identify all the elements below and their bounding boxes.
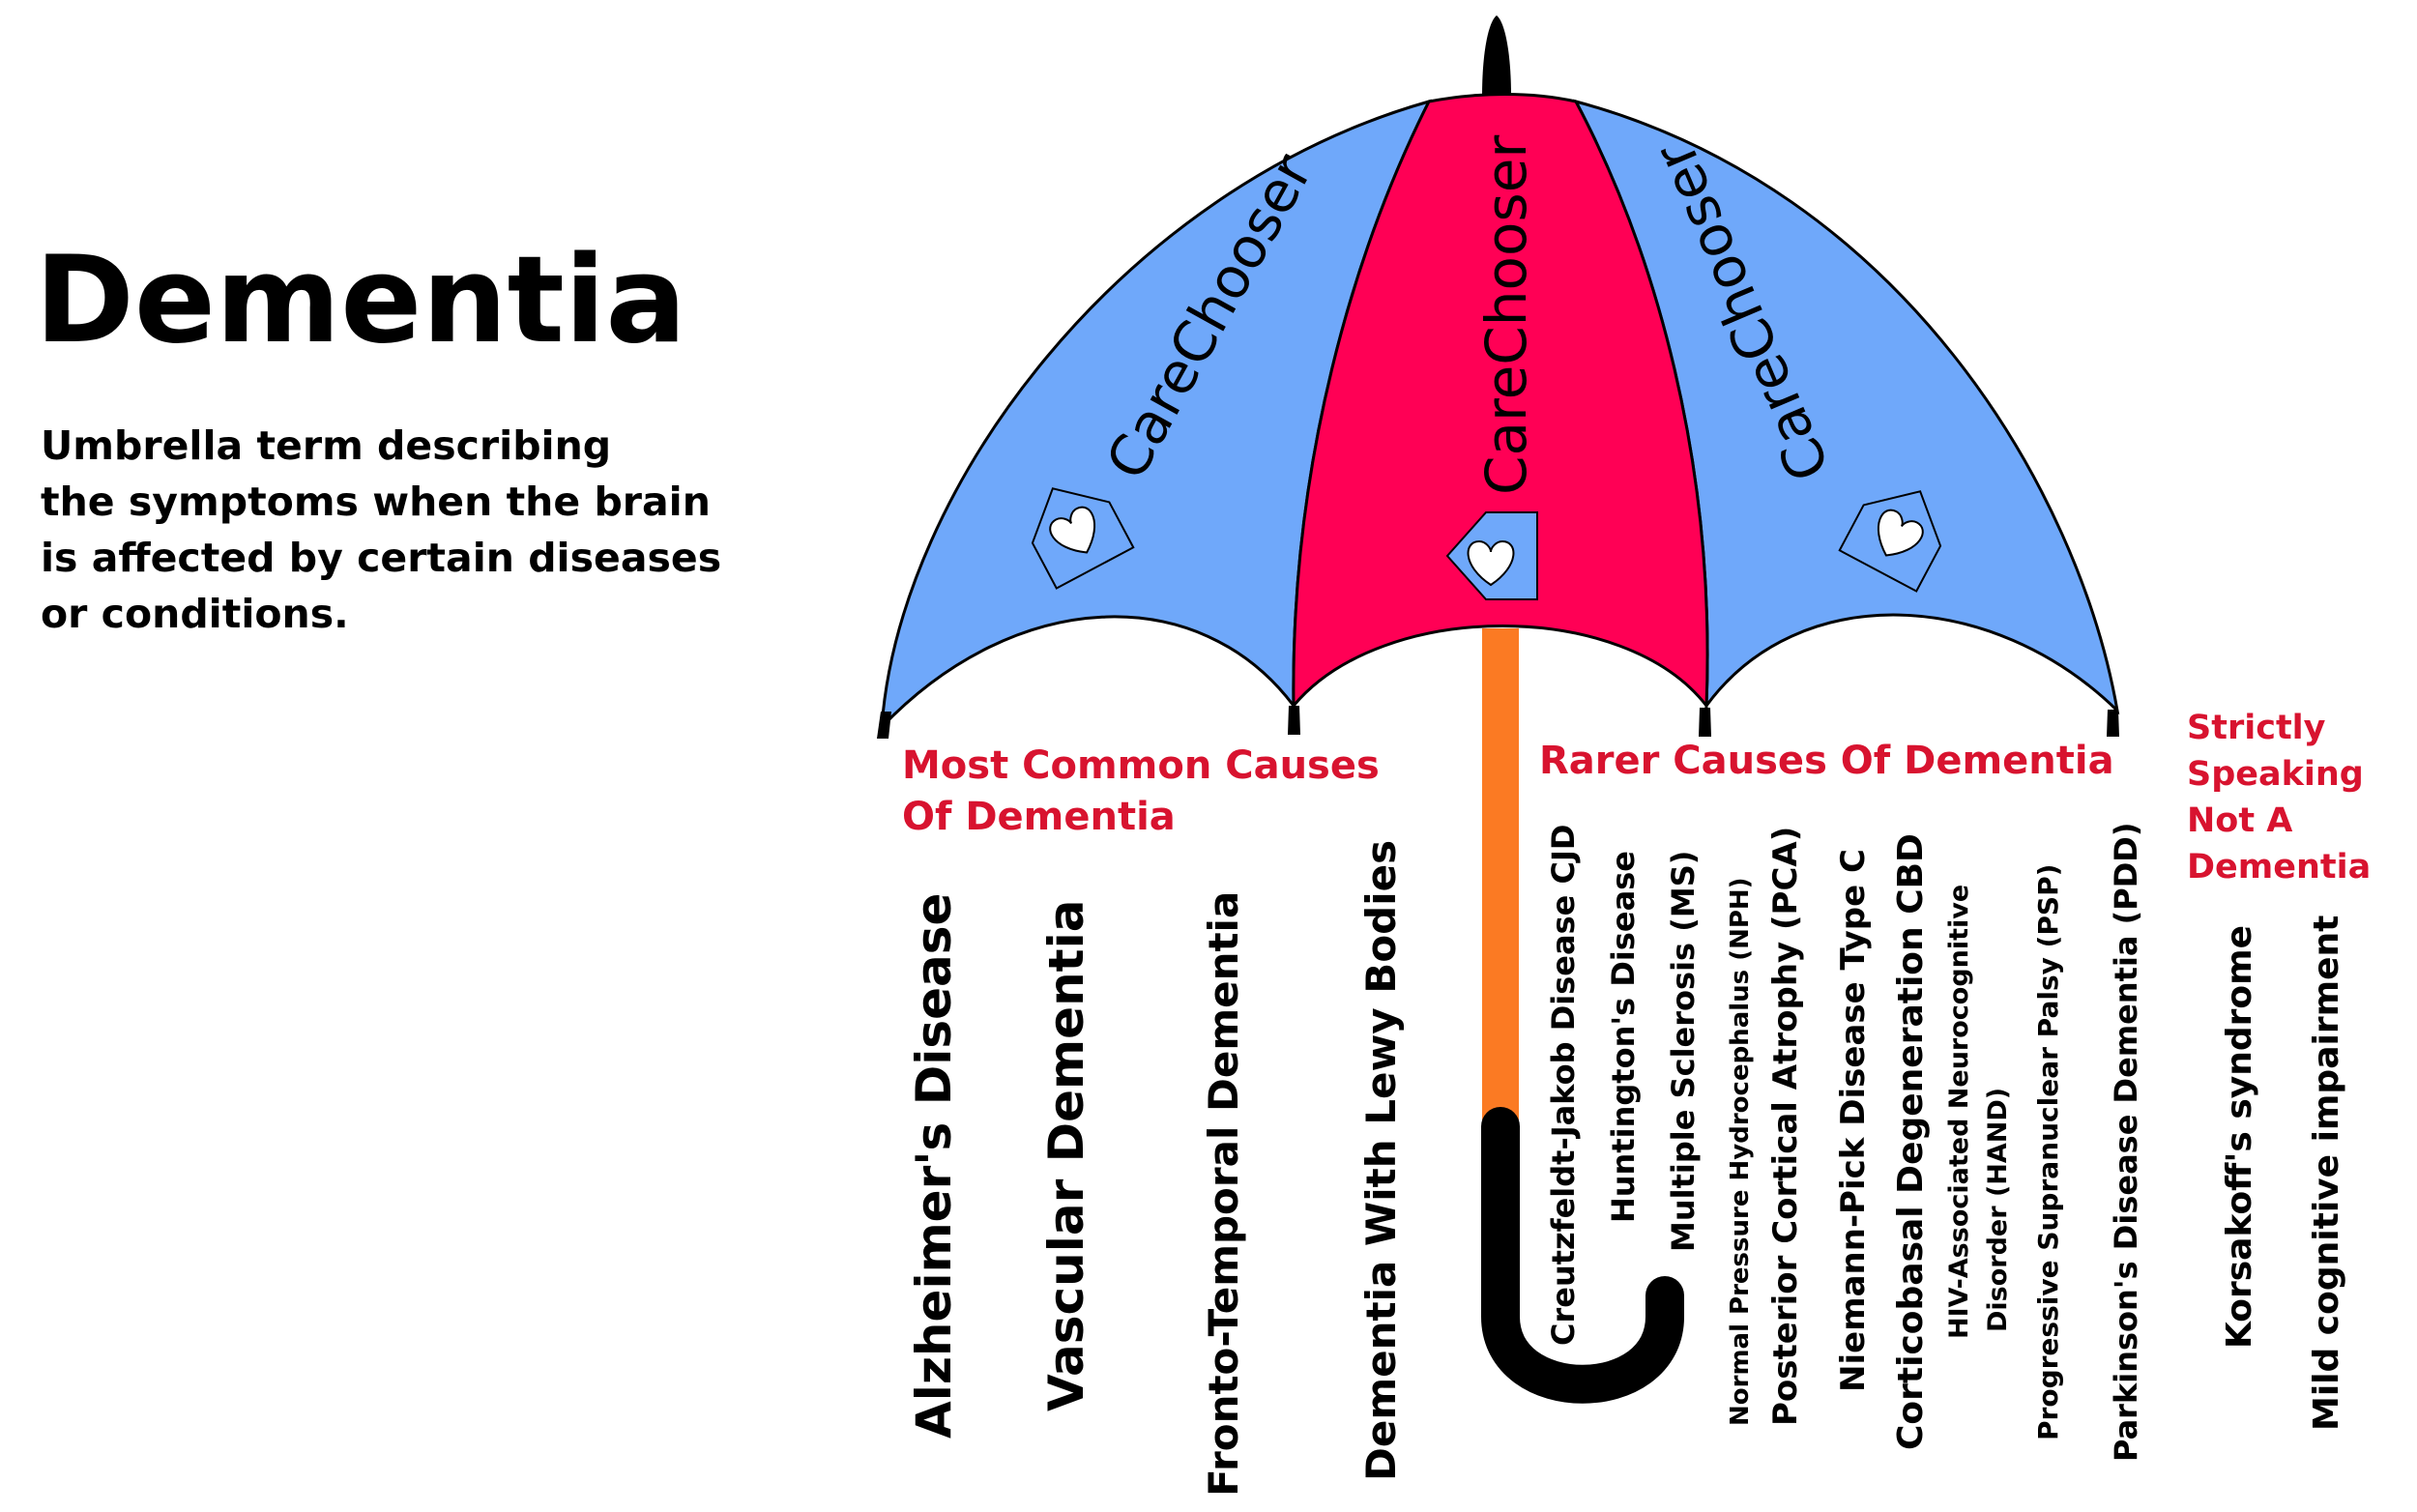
- cause-label: Korsakoff's syndrome: [2220, 925, 2259, 1349]
- cause-label: Fronto-Temporal Dementia: [1200, 891, 1247, 1497]
- group-not-dementia: Strictly Speaking Not A Dementia: [2187, 709, 2371, 887]
- group-heading: Most Common Causes: [902, 743, 1380, 788]
- cause-label: Normal Pressure Hydrocephalus (NPH): [1726, 877, 1755, 1426]
- description: Umbrella term describing the symptoms wh…: [41, 422, 721, 637]
- rib-tip: [2107, 710, 2119, 737]
- group-heading: Dementia: [2187, 848, 2371, 887]
- group-heading: Speaking: [2187, 755, 2364, 794]
- cause-label: HIV-Associated Neurocognitive: [1944, 885, 1974, 1339]
- cause-label: Progressive Supranuclear Palsy (PSP): [2032, 864, 2064, 1440]
- group-heading: Of Dementia: [902, 795, 1176, 839]
- canopy-center-panel: [1292, 93, 1709, 711]
- umbrella-shaft: [1482, 628, 1519, 1126]
- page-title: Dementia: [35, 231, 686, 370]
- group-most-common: Most Common Causes Of Dementia: [902, 743, 1380, 839]
- umbrella-handle: [1481, 1107, 1684, 1404]
- cause-label: Posterior Cortical Atrophy (PCA): [1766, 827, 1805, 1426]
- cause-label: Mild cognitive impairment: [2307, 916, 2346, 1431]
- causes-not-dementia: Korsakoff's syndrome Mild cognitive impa…: [2220, 916, 2346, 1431]
- group-rarer: Rarer Causes Of Dementia: [1539, 739, 2114, 783]
- cause-label: Vascular Dementia: [1038, 900, 1094, 1411]
- cause-label: Dementia With Lewy Bodies: [1357, 840, 1405, 1481]
- house-heart-icon: [1445, 511, 1538, 600]
- group-heading: Not A: [2187, 801, 2292, 840]
- causes-most-common: Alzheimer's Disease Vascular Dementia Fr…: [906, 840, 1405, 1497]
- cause-label: Parkinson's Disease Dementia (PDD): [2108, 823, 2144, 1462]
- umbrella: CareChooser CareChooser CareChooser: [877, 15, 2120, 1404]
- house-heart-icon: [1838, 490, 1942, 593]
- group-heading: Rarer Causes Of Dementia: [1539, 739, 2114, 783]
- cause-label: Alzheimer's Disease: [906, 893, 962, 1439]
- cause-label: Niemann-Pick Disease Type C: [1834, 849, 1873, 1392]
- cause-label: Multiple Sclerosis (MS): [1665, 851, 1702, 1252]
- description-line: or conditions.: [41, 591, 349, 637]
- rib-tip: [1699, 708, 1711, 737]
- house-heart-icon: [1031, 487, 1135, 590]
- description-line: is affected by certain diseases: [41, 535, 721, 581]
- cause-label: Huntington's Disease: [1605, 851, 1642, 1223]
- cause-label: Creutzfeldt-Jakob Disease CJD: [1545, 825, 1582, 1346]
- cause-label: Corticobasal Degeneration CBD: [1891, 833, 1931, 1450]
- brand-text-center: CareChooser: [1473, 135, 1539, 495]
- description-line: the symptoms when the brain: [41, 479, 711, 525]
- umbrella-tip: [1482, 15, 1511, 97]
- group-heading: Strictly: [2187, 709, 2326, 747]
- causes-rarer: Creutzfeldt-Jakob Disease CJD Huntington…: [1545, 823, 2144, 1462]
- rib-tip: [877, 712, 891, 739]
- description-line: Umbrella term describing: [41, 422, 611, 469]
- rib-tip: [1288, 706, 1300, 735]
- cause-label: Disorder (HAND): [1983, 1088, 2013, 1332]
